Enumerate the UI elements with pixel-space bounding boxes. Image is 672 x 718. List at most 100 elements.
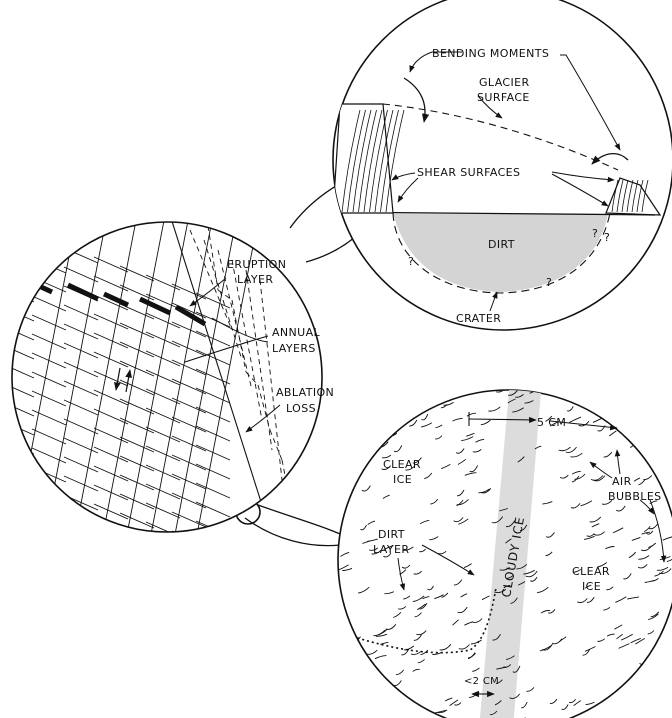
crater-label: CRATER [456, 312, 501, 325]
width-2cm-label: <2 CM [464, 676, 499, 687]
annual-layer-segment [0, 287, 34, 302]
air-bubble-mark [585, 387, 593, 390]
dirt-layer-label-2: LAYER [373, 543, 409, 556]
air-bubbles-label-1: AIR [612, 475, 632, 488]
unknown-marker-4: ? [604, 231, 610, 244]
clear-ice-right-label-1: CLEAR [572, 565, 610, 578]
air-bubble-mark [585, 714, 595, 717]
air-bubble-mark [413, 385, 423, 388]
cliff-view: ERUPTION LAYER ANNUAL LAYERS ABLATION LO… [0, 200, 334, 593]
annual-layer-segment [0, 230, 34, 245]
air-bubble-mark [660, 421, 670, 426]
air-bubble-mark [656, 657, 662, 661]
dirt-label: DIRT [488, 238, 515, 251]
annual-layer-segment [94, 542, 128, 557]
annual-layer-segment [0, 496, 34, 511]
annual-layer-segment [0, 477, 34, 492]
annual-layer-segment [146, 541, 180, 556]
annual-layer-segment [196, 578, 230, 593]
annual-layer-segment [32, 239, 66, 254]
annual-layer-segment [32, 505, 66, 520]
air-bubble-mark [347, 647, 356, 650]
ablation-loss-label-2: LOSS [286, 402, 316, 415]
air-bubble-mark [361, 428, 369, 434]
air-bubble-mark [369, 425, 379, 430]
air-bubble-mark [341, 392, 353, 395]
unknown-marker-1: ? [408, 255, 414, 268]
air-bubble-mark [360, 405, 367, 408]
air-bubble-mark [616, 387, 627, 391]
air-bubble-mark [636, 687, 647, 692]
air-bubble-mark [624, 421, 632, 423]
air-bubble-mark [344, 393, 356, 397]
air-bubble-mark [632, 410, 638, 414]
connector-lower-2 [258, 505, 353, 540]
air-bubble-mark [645, 437, 651, 443]
glacier-surface-label-1: GLACIER [479, 76, 530, 89]
annual-layer-segment [196, 559, 230, 574]
clear-ice-right-label-2: ICE [582, 580, 601, 593]
ice-sample-view: 5 CM CLEAR ICE AIR BUBBLES DIRT LAYER CL… [310, 380, 672, 718]
annual-layer-segment [32, 524, 66, 539]
annual-layer-segment [146, 560, 180, 575]
annual-layer-segment [0, 268, 34, 283]
annual-layer-segment [0, 249, 34, 264]
air-bubble-mark [360, 399, 371, 405]
air-bubble-mark [504, 383, 511, 388]
annual-layer-segment [172, 531, 206, 546]
glacier-surface-label-2: SURFACE [477, 91, 530, 104]
dirt-layer-label-1: DIRT [378, 528, 405, 541]
air-bubble-mark [393, 396, 405, 402]
air-bubble-mark [341, 474, 350, 479]
annual-layer-segment [64, 533, 98, 548]
bending-moments-label: BENDING MOMENTS [432, 47, 549, 60]
air-bubble-mark [378, 421, 389, 427]
air-bubble-mark [350, 470, 359, 474]
air-bubble-mark [668, 662, 672, 665]
annual-layer-segment [172, 550, 206, 565]
unknown-marker-2: ? [546, 276, 552, 289]
air-bubble-mark [331, 489, 339, 495]
air-bubble-mark [661, 439, 668, 443]
air-bubble-mark [375, 388, 386, 390]
annual-layer-segment [120, 532, 154, 547]
annual-layer-segment [0, 515, 34, 530]
air-bubble-mark [610, 697, 617, 702]
air-bubble-mark [364, 426, 370, 432]
annual-layers-label-1: ANNUAL [272, 326, 321, 339]
air-bubble-mark [489, 386, 495, 390]
air-bubble-mark [388, 414, 398, 417]
unknown-marker-3: ? [592, 227, 598, 240]
air-bubble-mark [335, 426, 343, 430]
width-5cm-label: 5 CM [537, 416, 566, 429]
air-bubble-mark [363, 397, 372, 402]
clear-ice-left-label-2: ICE [393, 473, 412, 486]
clear-ice-left-label-1: CLEAR [383, 458, 421, 471]
air-bubble-mark [632, 391, 640, 395]
connector-lower [245, 518, 340, 546]
eruption-layer-label-1: ERUPTION [227, 258, 286, 271]
crater-view: BENDING MOMENTS GLACIER SURFACE SHEAR SU… [333, 0, 672, 330]
air-bubble-mark [384, 684, 391, 689]
air-bubble-mark [666, 644, 672, 648]
shear-surfaces-label: SHEAR SURFACES [417, 166, 520, 179]
air-bubble-mark [396, 400, 407, 403]
annual-layers-label-2: LAYERS [272, 342, 316, 355]
air-bubble-mark [389, 383, 399, 385]
annual-layer-segment [0, 458, 34, 473]
air-bubble-mark [356, 458, 363, 462]
air-bubble-mark [432, 380, 441, 385]
air-bubble-mark [665, 391, 672, 397]
eruption-layer-label-2: LAYER [237, 273, 273, 286]
air-bubble-mark [333, 505, 343, 509]
annual-layer-segment [120, 551, 154, 566]
air-bubble-mark [622, 402, 632, 405]
air-bubble-mark [341, 460, 353, 462]
air-bubble-mark [566, 385, 572, 388]
air-bubble-mark [644, 664, 652, 669]
air-bubble-mark [368, 385, 375, 390]
air-bubbles-label-2: BUBBLES [608, 490, 662, 503]
ablation-loss-label-1: ABLATION [276, 386, 334, 399]
